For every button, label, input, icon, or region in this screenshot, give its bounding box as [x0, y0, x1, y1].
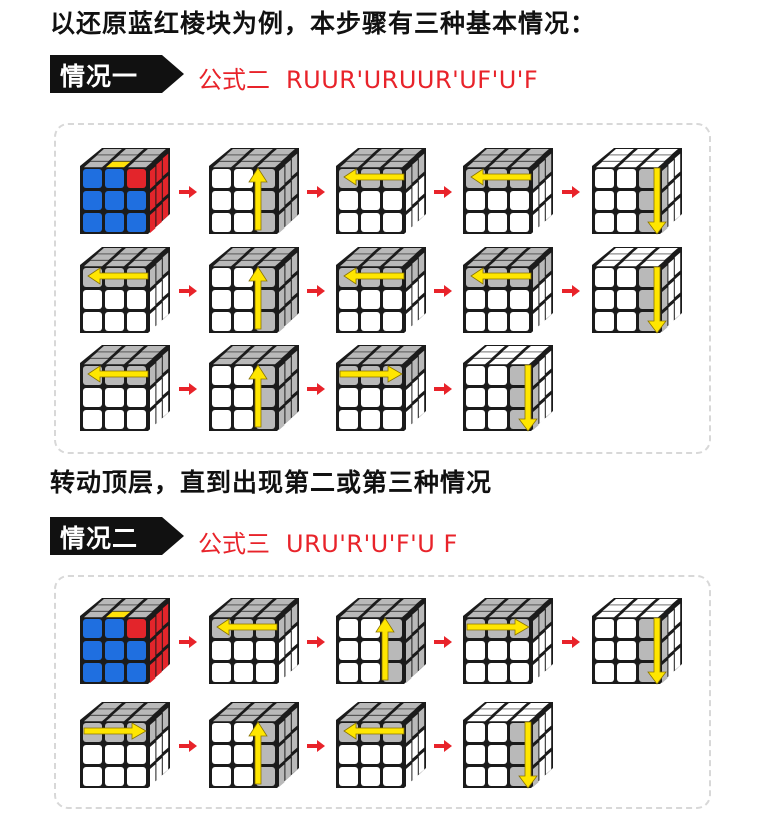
cube-arrow-right [330, 343, 430, 437]
step-arrow-icon [432, 634, 454, 653]
case-2-tag-label: 情况二 [60, 524, 139, 553]
move-arrow-icon [216, 618, 278, 636]
step-arrow-icon [560, 634, 582, 653]
step-arrow-icon [432, 283, 454, 302]
case-1-formula-moves: RUUR'URUUR'UF'U'F [286, 66, 539, 94]
move-arrow-icon [518, 721, 538, 789]
page-title: 以还原蓝红棱块为例，本步骤有三种基本情况： [50, 9, 597, 38]
step-arrow-icon [305, 381, 327, 400]
step-arrow-icon [177, 634, 199, 653]
cube-arrow-up [203, 146, 303, 240]
move-arrow-icon [647, 266, 667, 334]
step-arrow-icon [177, 283, 199, 302]
step-arrow-icon [177, 184, 199, 203]
cube-arrow-down [457, 700, 557, 794]
move-arrow-icon [647, 167, 667, 235]
move-arrow-icon [248, 167, 268, 231]
move-arrow-icon [375, 617, 395, 681]
cube-arrow-up [203, 700, 303, 794]
cube-arrow-up [330, 596, 430, 690]
move-arrow-icon [470, 168, 532, 186]
case-1-formula: 公式二 RUUR'URUUR'UF'U'F [198, 60, 538, 95]
move-arrow-icon [470, 267, 532, 285]
step-arrow-icon [305, 184, 327, 203]
instruction-text: 转动顶层，直到出现第二或第三种情况 [50, 468, 493, 497]
move-arrow-icon [343, 168, 405, 186]
cube-arrow-left [457, 245, 557, 339]
case-1-tag-label: 情况一 [60, 62, 139, 91]
cube-arrow-left [74, 245, 174, 339]
move-arrow-icon [83, 722, 147, 740]
start-state-cube [74, 596, 174, 690]
cube-arrow-right [457, 596, 557, 690]
cube-arrow-down [586, 146, 686, 240]
cube-arrow-left [74, 343, 174, 437]
case-2-formula-moves: URU'R'U'F'U F [286, 530, 458, 558]
case-1-panel [54, 123, 711, 454]
cube-arrow-left [330, 245, 430, 339]
move-arrow-icon [343, 722, 405, 740]
cube-arrow-left [203, 596, 303, 690]
start-state-cube [74, 146, 174, 240]
move-arrow-icon [647, 617, 667, 685]
case-2-formula-name: 公式三 [198, 530, 270, 558]
step-arrow-icon [432, 738, 454, 757]
move-arrow-icon [466, 618, 530, 636]
step-arrow-icon [560, 283, 582, 302]
cube-arrow-down [457, 343, 557, 437]
move-arrow-icon [87, 365, 149, 383]
step-arrow-icon [432, 381, 454, 400]
case-2-tag: 情况二 [50, 517, 190, 555]
step-arrow-icon [305, 634, 327, 653]
cube-arrow-left [330, 700, 430, 794]
cube-arrow-right [74, 700, 174, 794]
step-arrow-icon [560, 184, 582, 203]
step-arrow-icon [177, 738, 199, 757]
cube-arrow-up [203, 245, 303, 339]
case-1-formula-name: 公式二 [198, 66, 270, 94]
move-arrow-icon [87, 267, 149, 285]
cube-arrow-down [586, 596, 686, 690]
tag-background [50, 517, 184, 555]
tag-background [50, 55, 184, 93]
step-arrow-icon [305, 283, 327, 302]
move-arrow-icon [343, 267, 405, 285]
step-arrow-icon [305, 738, 327, 757]
move-arrow-icon [339, 365, 403, 383]
cube-arrow-up [203, 343, 303, 437]
step-arrow-icon [177, 381, 199, 400]
move-arrow-icon [248, 364, 268, 428]
step-arrow-icon [432, 184, 454, 203]
case-2-panel [54, 575, 711, 809]
move-arrow-icon [248, 266, 268, 330]
case-2-formula: 公式三 URU'R'U'F'U F [198, 524, 458, 559]
move-arrow-icon [248, 721, 268, 785]
cube-arrow-down [586, 245, 686, 339]
cube-arrow-left [330, 146, 430, 240]
cube-arrow-left [457, 146, 557, 240]
move-arrow-icon [518, 364, 538, 432]
case-1-tag: 情况一 [50, 55, 190, 93]
